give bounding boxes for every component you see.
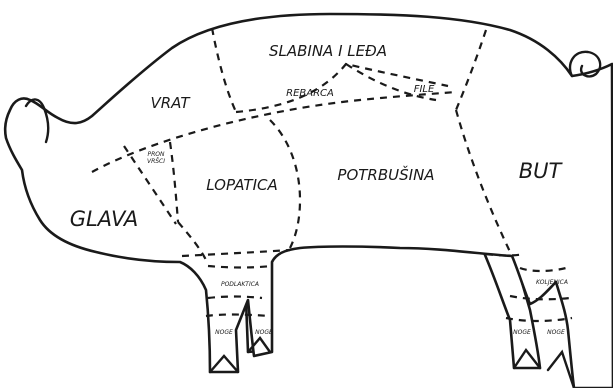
label-noge-back-left: NOGE xyxy=(513,329,531,336)
label-slabina: SLABINA I LEĐA xyxy=(269,42,387,60)
label-podbradak-line1: PRON xyxy=(148,151,166,158)
label-file: FILE xyxy=(414,84,435,95)
label-lopatica: LOPATICA xyxy=(206,176,278,194)
label-noge-front-right: NOGE xyxy=(255,329,273,336)
label-noge-front-left: NOGE xyxy=(215,329,233,336)
label-noge-back-right: NOGE xyxy=(547,329,565,336)
label-potrbusina: POTRBUŠINA xyxy=(337,165,434,184)
label-glava: GLAVA xyxy=(70,207,139,231)
label-rebarca: REBARCA xyxy=(286,88,334,99)
label-podbradak-line2: VRŠCI xyxy=(147,158,165,165)
label-podlaktica: PODLAKTICA xyxy=(221,281,259,288)
label-but: BUT xyxy=(519,159,564,183)
label-koljenica: KOLJENICA xyxy=(536,279,568,286)
label-vrat: VRAT xyxy=(150,94,191,112)
